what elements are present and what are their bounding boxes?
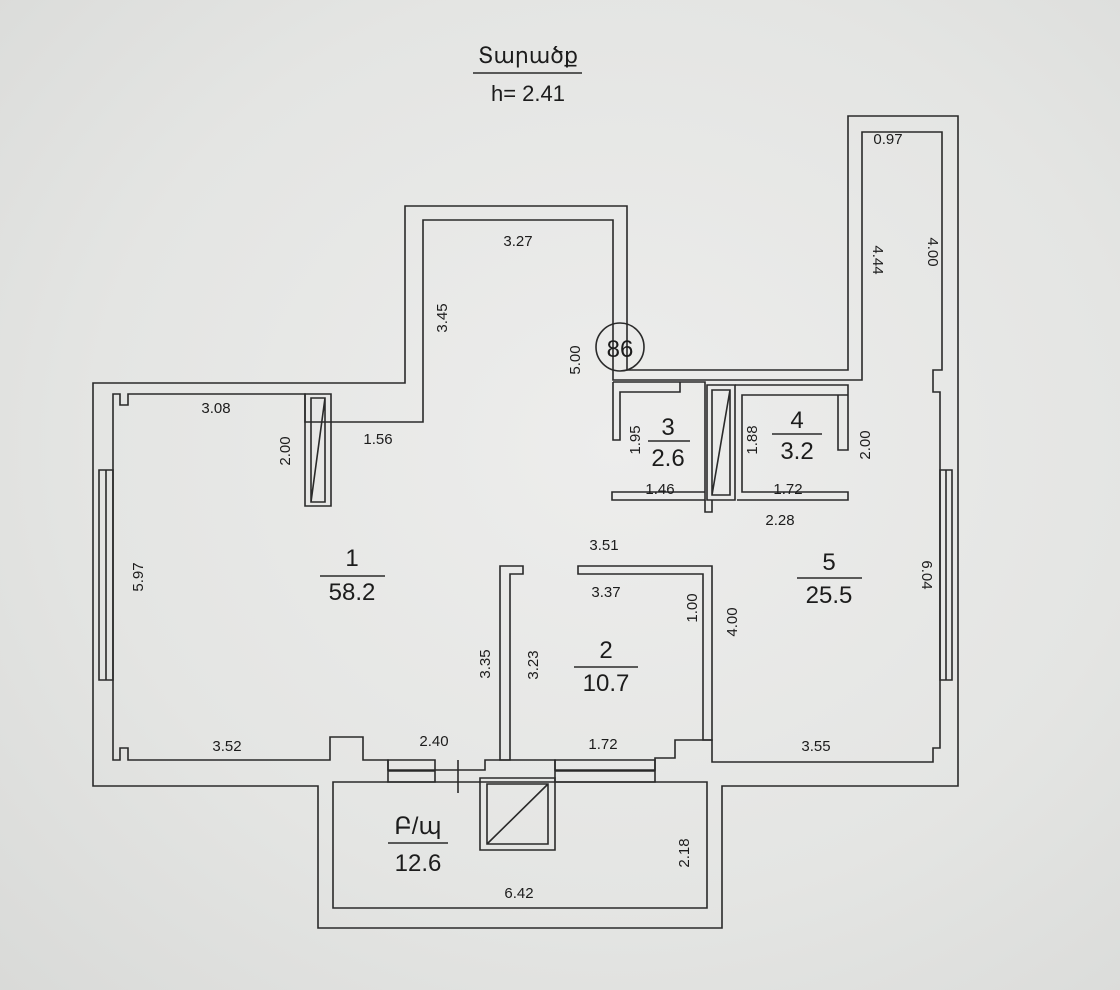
room4-area: 3.2 [780, 438, 813, 465]
dim-323: 3.23 [525, 650, 542, 679]
outer-wall [92, 115, 959, 929]
dim-400b: 4.00 [724, 607, 741, 636]
vent-shaft-3 [479, 777, 556, 851]
dim-156: 1.56 [363, 431, 392, 448]
room4-id: 4 [790, 407, 803, 434]
room1-id: 1 [345, 545, 358, 572]
dim-642: 6.42 [504, 885, 533, 902]
dim-345: 3.45 [434, 303, 451, 332]
balcony-area: 12.6 [395, 850, 442, 877]
dim-200b: 2.00 [857, 430, 874, 459]
right-window [939, 469, 953, 681]
room3-walls [611, 381, 706, 501]
dim-172a: 1.72 [773, 481, 802, 498]
dim-146: 1.46 [645, 481, 674, 498]
room1-area: 58.2 [329, 579, 376, 606]
room4-walls [735, 384, 849, 501]
dim-351: 3.51 [589, 537, 618, 554]
room5-area: 25.5 [806, 582, 853, 609]
dim-200a: 2.00 [277, 436, 294, 465]
dim-335: 3.35 [477, 649, 494, 678]
room5-id: 5 [822, 549, 835, 576]
apartment-number-circle [595, 322, 645, 372]
dim-444: 4.44 [869, 245, 886, 274]
dim-327: 3.27 [503, 233, 532, 250]
room2-area: 10.7 [583, 670, 630, 697]
room3-id: 3 [661, 414, 674, 441]
balcony-door-left [387, 759, 436, 783]
inner-wall [112, 131, 943, 771]
dim-100: 1.00 [684, 593, 701, 622]
vent-shaft-2 [706, 384, 736, 501]
room2-id: 2 [599, 637, 612, 664]
room2-walls [499, 565, 713, 761]
dim-188: 1.88 [744, 425, 761, 454]
dim-195: 1.95 [627, 425, 644, 454]
dim-228: 2.28 [765, 512, 794, 529]
dim-352: 3.52 [212, 738, 241, 755]
balcony-id: Բ/պ [394, 813, 442, 840]
dim-172b: 1.72 [588, 736, 617, 753]
balcony-door-right [554, 759, 656, 783]
dim-355: 3.55 [801, 738, 830, 755]
room3-area: 2.6 [651, 445, 684, 472]
left-window [98, 469, 114, 681]
header-height: h= 2.41 [491, 81, 565, 106]
dim-337: 3.37 [591, 584, 620, 601]
dim-500: 5.00 [567, 345, 584, 374]
apartment-number: 86 [607, 336, 634, 363]
dim-308: 3.08 [201, 400, 230, 417]
dim-400a: 4.00 [924, 237, 941, 266]
dim-240: 2.40 [419, 733, 448, 750]
dim-597: 5.97 [130, 562, 147, 591]
header-title: Տարածք [478, 43, 578, 68]
dim-097: 0.97 [873, 131, 902, 148]
dim-604: 6.04 [918, 560, 935, 589]
dim-218: 2.18 [676, 838, 693, 867]
shaft-bottom [704, 500, 713, 513]
vent-shaft-1 [304, 393, 332, 507]
